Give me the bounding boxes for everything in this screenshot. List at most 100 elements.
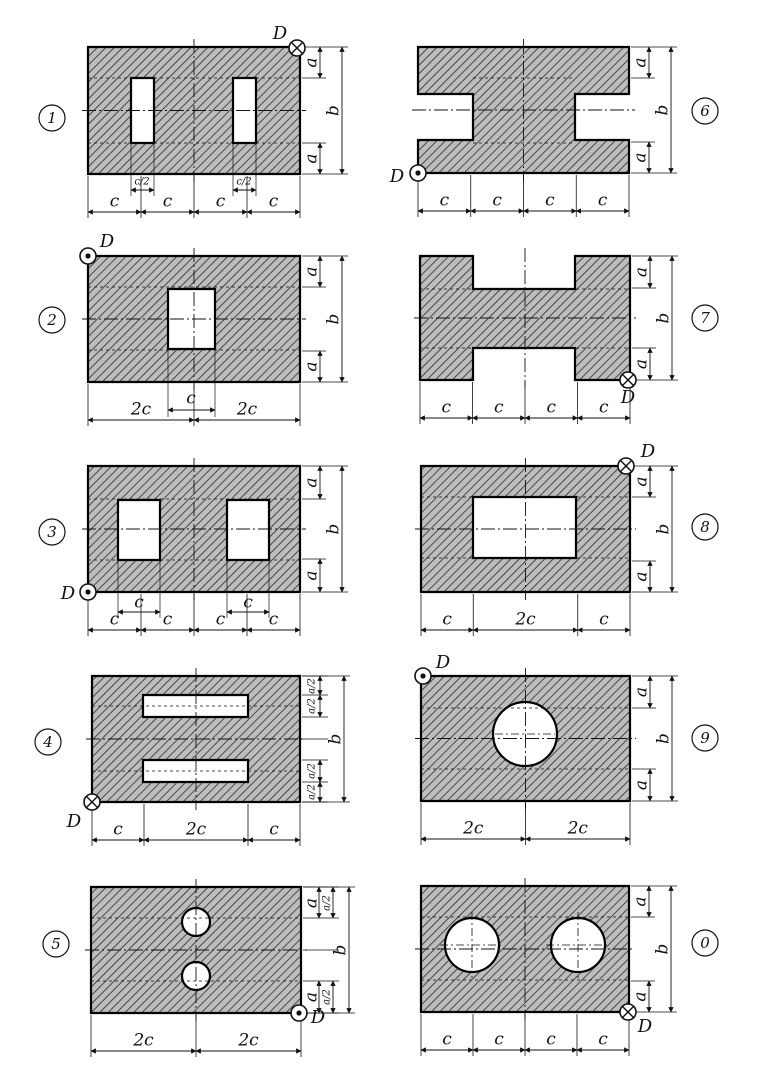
dim-bottom: 2c xyxy=(514,610,536,630)
figure-number: 4 xyxy=(34,728,62,756)
dim-bottom: 2c xyxy=(132,1031,154,1051)
number-circle xyxy=(691,513,719,541)
dim-b: b xyxy=(654,733,674,744)
figure-number: 3 xyxy=(38,518,66,546)
figure-number-label: 9 xyxy=(700,729,710,747)
point-d-label: D xyxy=(60,583,76,604)
dim-bottom: c xyxy=(598,191,608,211)
point-d-cross-marker: D xyxy=(619,371,637,408)
dim-a-bottom: a xyxy=(302,570,322,580)
point-d-cross-marker: D xyxy=(272,23,306,57)
number-circle xyxy=(38,306,66,334)
number-circle xyxy=(691,724,719,752)
dim-a-half-top: a/2 xyxy=(322,895,333,911)
marker-dot xyxy=(85,589,91,595)
marker-dot xyxy=(85,253,91,259)
dim-bottom: c xyxy=(216,192,226,212)
figure-number: 6 xyxy=(691,97,719,125)
number-circle xyxy=(38,518,66,546)
dim-c-half: c/2 xyxy=(134,177,149,188)
dim-bottom: c xyxy=(163,192,173,212)
hatched-section xyxy=(86,254,302,384)
dim-b: b xyxy=(331,945,351,956)
number-circle xyxy=(38,104,66,132)
dim-a-top: a xyxy=(632,476,652,486)
dim-b: b xyxy=(653,944,673,955)
dim-a-bottom: a xyxy=(632,571,652,581)
dim-bottom: c xyxy=(494,398,504,418)
point-d-label: D xyxy=(620,387,636,408)
dim-a-bottom: a xyxy=(632,780,652,790)
point-d-dot-marker: D xyxy=(389,164,427,187)
figure-number-label: 7 xyxy=(700,309,710,327)
figure-number: 9 xyxy=(691,724,719,752)
dim-bottom: c xyxy=(269,192,279,212)
dim-a-half: a/2 xyxy=(307,763,318,779)
figure-number-label: 1 xyxy=(47,109,57,127)
dim-bottom: c xyxy=(599,610,609,630)
dim-a-bottom: a xyxy=(631,991,651,1001)
dim-bottom: c xyxy=(492,191,502,211)
marker-cross xyxy=(622,374,634,386)
dim-a-bottom: a xyxy=(631,152,651,162)
dim-a-top: a xyxy=(631,57,651,67)
dim-c-opening: c xyxy=(134,593,144,613)
dim-b: b xyxy=(654,524,674,535)
dim-a-top: a xyxy=(302,898,322,908)
dim-bottom: c xyxy=(269,820,279,840)
dim-bottom: 2c xyxy=(236,400,258,420)
point-d-dot-marker: D xyxy=(290,1004,326,1028)
marker-cross xyxy=(86,796,98,808)
dim-bottom: c xyxy=(110,192,120,212)
dim-bottom: c xyxy=(216,610,226,630)
dim-b: b xyxy=(654,313,674,324)
figure-number: 0 xyxy=(691,929,719,957)
dim-b: b xyxy=(326,734,346,745)
dim-bottom: c xyxy=(442,610,452,630)
number-circle xyxy=(42,930,70,958)
dim-b: b xyxy=(324,524,344,535)
figure-number-label: 5 xyxy=(51,935,61,953)
dim-bottom: c xyxy=(440,191,450,211)
dim-bottom: 2c xyxy=(237,1031,259,1051)
figure-number: 7 xyxy=(691,304,719,332)
dim-a-half: a/2 xyxy=(307,678,318,694)
dim-bottom: c xyxy=(442,1030,452,1050)
figure-number-label: 4 xyxy=(42,733,53,751)
dim-b: b xyxy=(324,105,344,116)
dim-a-top: a xyxy=(631,896,651,906)
dim-bottom: c xyxy=(113,820,123,840)
dim-a-half: a/2 xyxy=(307,698,318,714)
number-circle xyxy=(691,304,719,332)
point-d-label: D xyxy=(99,231,115,252)
dim-bottom: 2c xyxy=(130,400,152,420)
marker-cross xyxy=(620,460,632,472)
number-circle xyxy=(691,929,719,957)
figure-number-label: 3 xyxy=(47,523,57,541)
dim-a-top: a xyxy=(302,57,322,67)
figure-number-label: 0 xyxy=(700,934,710,952)
dim-b: b xyxy=(653,105,673,116)
dim-a-half-bottom: a/2 xyxy=(322,989,333,1005)
dim-a-bottom: a xyxy=(302,361,322,371)
dim-bottom: 2c xyxy=(567,819,589,839)
dim-c-opening: c xyxy=(186,389,196,409)
dim-a-bottom: a xyxy=(302,992,322,1002)
number-circle xyxy=(34,728,62,756)
dim-bottom: c xyxy=(545,191,555,211)
figure-number: 5 xyxy=(42,930,70,958)
dim-bottom: c xyxy=(599,398,609,418)
marker-cross xyxy=(622,1006,634,1018)
dim-bottom: c xyxy=(269,610,279,630)
dim-a-half: a/2 xyxy=(307,784,318,800)
point-d-dot-marker: D xyxy=(414,652,451,685)
dim-c-opening: c xyxy=(243,593,253,613)
